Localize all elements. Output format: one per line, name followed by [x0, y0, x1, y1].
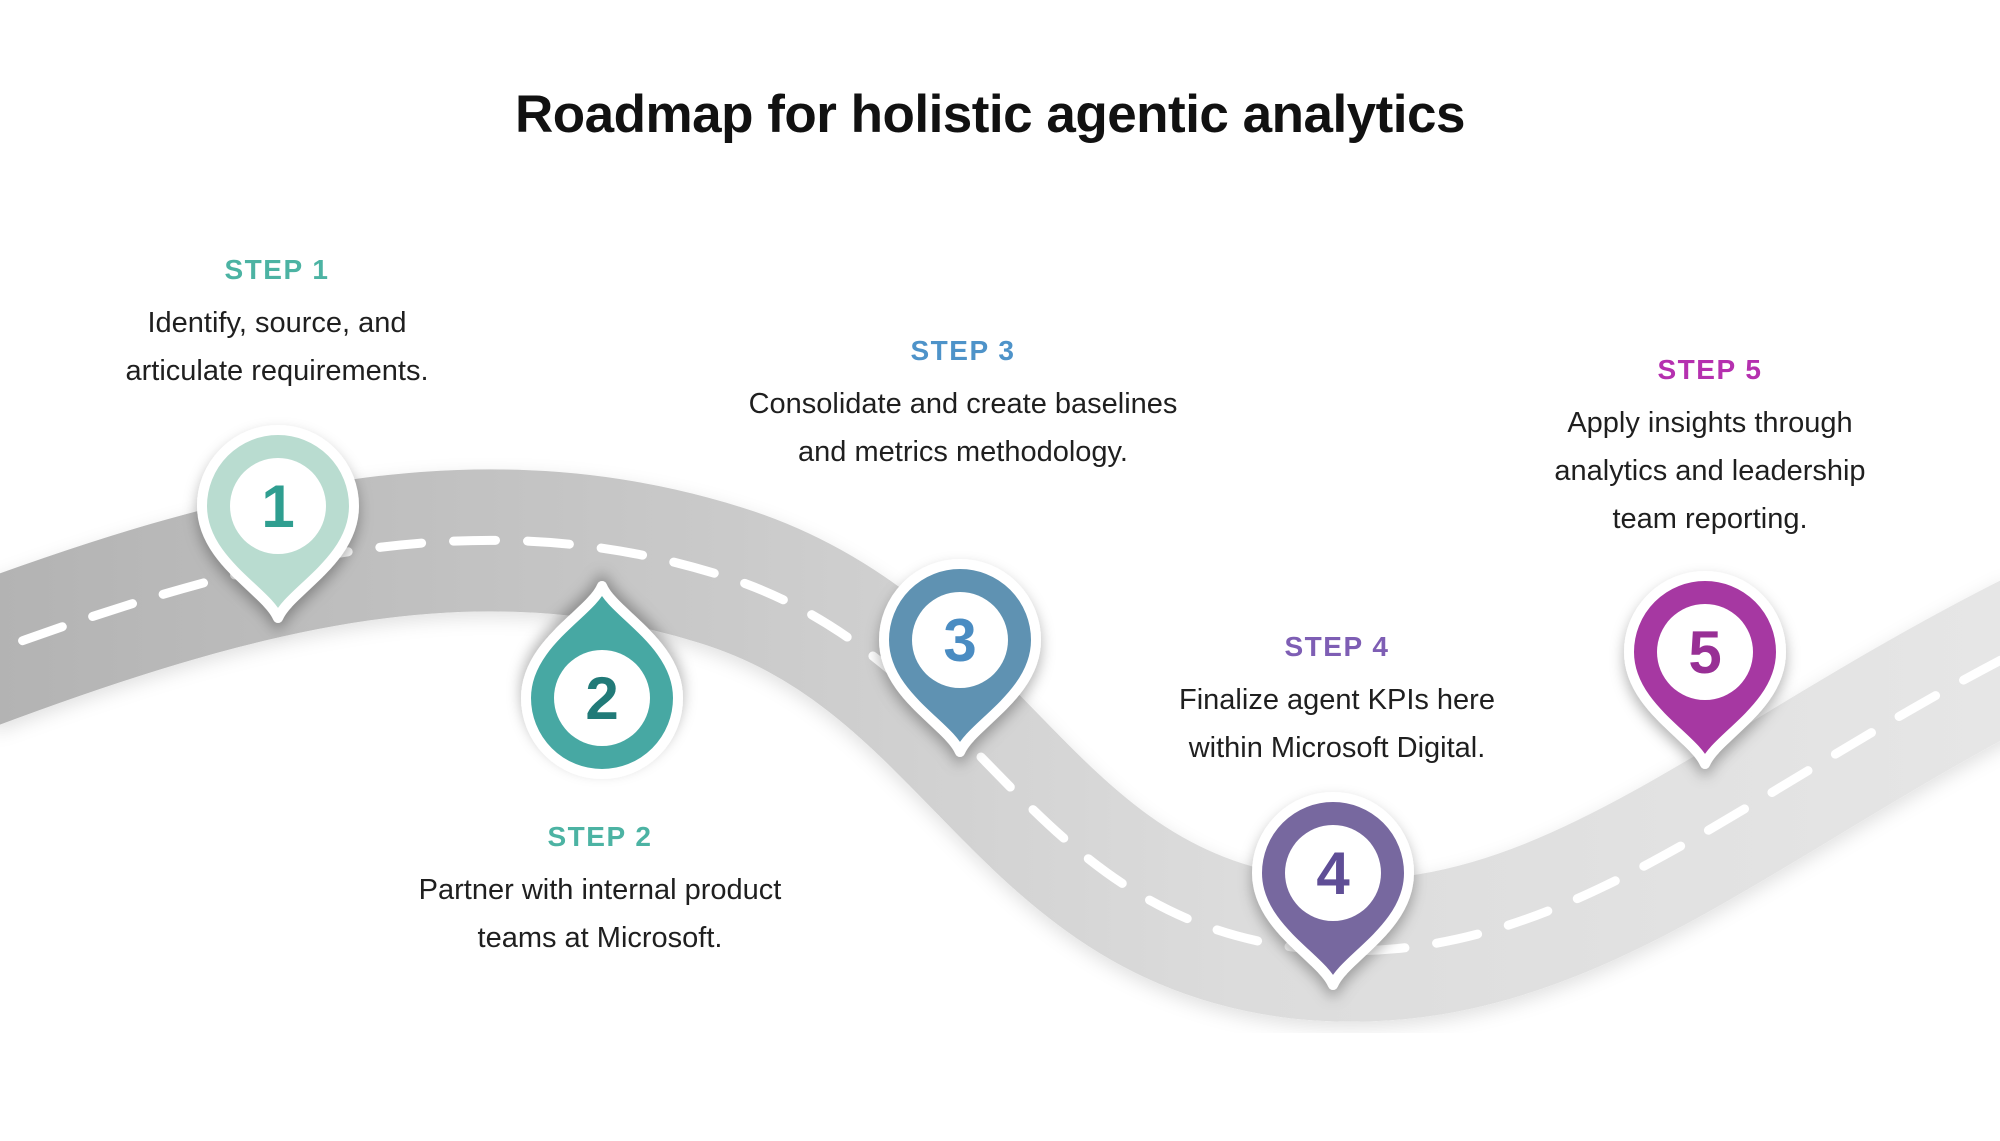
- step-5-line-3: team reporting.: [1612, 503, 1808, 535]
- step-1-block: STEP 1 Identify, source, and articulate …: [7, 253, 547, 395]
- step-1-line-1: Identify, source, and: [147, 307, 407, 339]
- pin-3-number: 3: [943, 607, 976, 674]
- pin-4-inner-circle: [1285, 825, 1381, 921]
- pin-5-inner-circle: [1657, 604, 1753, 700]
- step-3-description: Consolidate and create baselines and met…: [693, 380, 1233, 476]
- step-4-line-1: Finalize agent KPIs here: [1179, 684, 1495, 716]
- page-title: Roadmap for holistic agentic analytics: [515, 85, 1465, 144]
- pin-5-shape: [1624, 571, 1786, 769]
- step-2-description: Partner with internal product teams at M…: [330, 866, 870, 962]
- step-4-heading: STEP 4: [1284, 631, 1390, 662]
- step-3-block: STEP 3 Consolidate and create baselines …: [693, 334, 1233, 476]
- pin-5-number: 5: [1688, 619, 1721, 686]
- pin-4-shape: [1252, 792, 1414, 990]
- road-center-dashed-line: [0, 535, 2000, 956]
- pin-5: 5: [1624, 571, 1786, 769]
- pin-1-shape: [197, 425, 359, 623]
- pin-1: 1: [197, 425, 359, 623]
- step-5-block: STEP 5 Apply insights through analytics …: [1440, 353, 1980, 543]
- step-2-line-1: Partner with internal product: [418, 874, 782, 906]
- step-2-line-2: teams at Microsoft.: [477, 922, 723, 954]
- step-4-line-2: within Microsoft Digital.: [1188, 732, 1486, 764]
- step-5-description: Apply insights through analytics and lea…: [1440, 399, 1980, 543]
- pin-1-number: 1: [261, 473, 294, 540]
- pin-1-inner-circle: [230, 458, 326, 554]
- step-3-heading: STEP 3: [910, 335, 1016, 366]
- pin-3: 3: [879, 559, 1041, 757]
- pin-2-number: 2: [585, 665, 618, 732]
- pin-4-number: 4: [1316, 840, 1350, 907]
- step-3-line-2: and metrics methodology.: [798, 436, 1128, 468]
- step-5-line-1: Apply insights through: [1567, 407, 1853, 439]
- pin-2-inner-circle: [554, 650, 650, 746]
- pin-2: 2: [521, 581, 683, 779]
- step-1-description: Identify, source, and articulate require…: [7, 299, 547, 395]
- step-3-line-1: Consolidate and create baselines: [748, 388, 1178, 420]
- pin-3-inner-circle: [912, 592, 1008, 688]
- pin-4: 4: [1252, 792, 1414, 990]
- pin-2-shape: [521, 581, 683, 779]
- step-5-heading: STEP 5: [1657, 354, 1763, 385]
- step-5-line-2: analytics and leadership: [1554, 455, 1866, 487]
- pin-3-shape: [879, 559, 1041, 757]
- step-2-heading: STEP 2: [547, 821, 653, 852]
- step-1-line-2: articulate requirements.: [125, 355, 429, 387]
- step-2-block: STEP 2 Partner with internal product tea…: [330, 820, 870, 962]
- step-4-description: Finalize agent KPIs here within Microsof…: [1067, 676, 1607, 772]
- step-4-block: STEP 4 Finalize agent KPIs here within M…: [1067, 630, 1607, 772]
- step-1-heading: STEP 1: [224, 254, 330, 285]
